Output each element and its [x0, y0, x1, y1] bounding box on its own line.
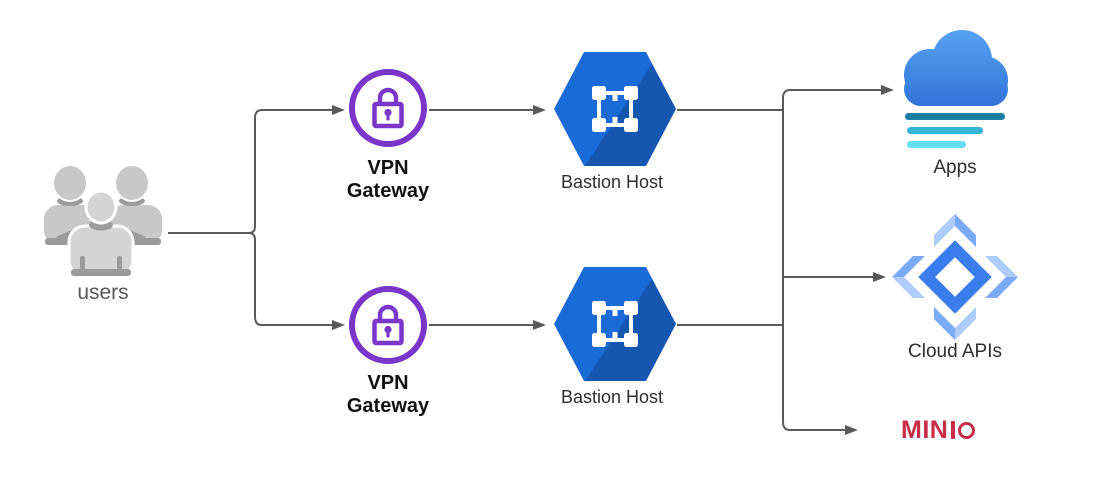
apps-label: Apps — [933, 157, 977, 178]
vpn-gateway-top-node — [349, 69, 427, 147]
edge-users-to-vpn-top — [248, 105, 345, 234]
bastion-host-top-node — [554, 52, 676, 166]
apps-line-1 — [905, 113, 1005, 120]
bastion-host-bottom-node — [554, 267, 676, 381]
lock-icon — [372, 87, 404, 129]
hexagon-shape — [554, 52, 676, 166]
cloud-icon — [904, 30, 1008, 106]
apps-line-3 — [907, 141, 966, 148]
users-group-icon — [42, 164, 164, 278]
bastion-icon — [592, 86, 638, 132]
cloud-apis-icon — [892, 214, 1018, 340]
bastion-host-top-label: Bastion Host — [560, 172, 664, 192]
minio-letter-o — [957, 421, 975, 439]
vpn-gateway-bottom-node — [349, 286, 427, 364]
vpn-gateway-top-label: VPN Gateway — [346, 157, 430, 202]
lock-icon — [372, 304, 404, 346]
bastion-icon — [592, 301, 638, 347]
hexagon-shape — [554, 267, 676, 381]
apps-line-2 — [907, 127, 983, 134]
minio-letter-i — [951, 421, 955, 439]
edge-trunk-to-minio — [782, 325, 858, 435]
bastion-host-bottom-label: Bastion Host — [560, 387, 664, 407]
edge-users-to-vpn-bottom — [248, 232, 345, 330]
minio-logo: MIN — [901, 416, 975, 444]
edge-trunk-to-apps — [782, 85, 894, 327]
users-node-label: users — [77, 281, 129, 304]
cloud-apis-label: Cloud APIs — [908, 341, 1002, 362]
minio-wordmark-min: MIN — [901, 416, 949, 444]
vpn-gateway-bottom-label: VPN Gateway — [346, 372, 430, 417]
